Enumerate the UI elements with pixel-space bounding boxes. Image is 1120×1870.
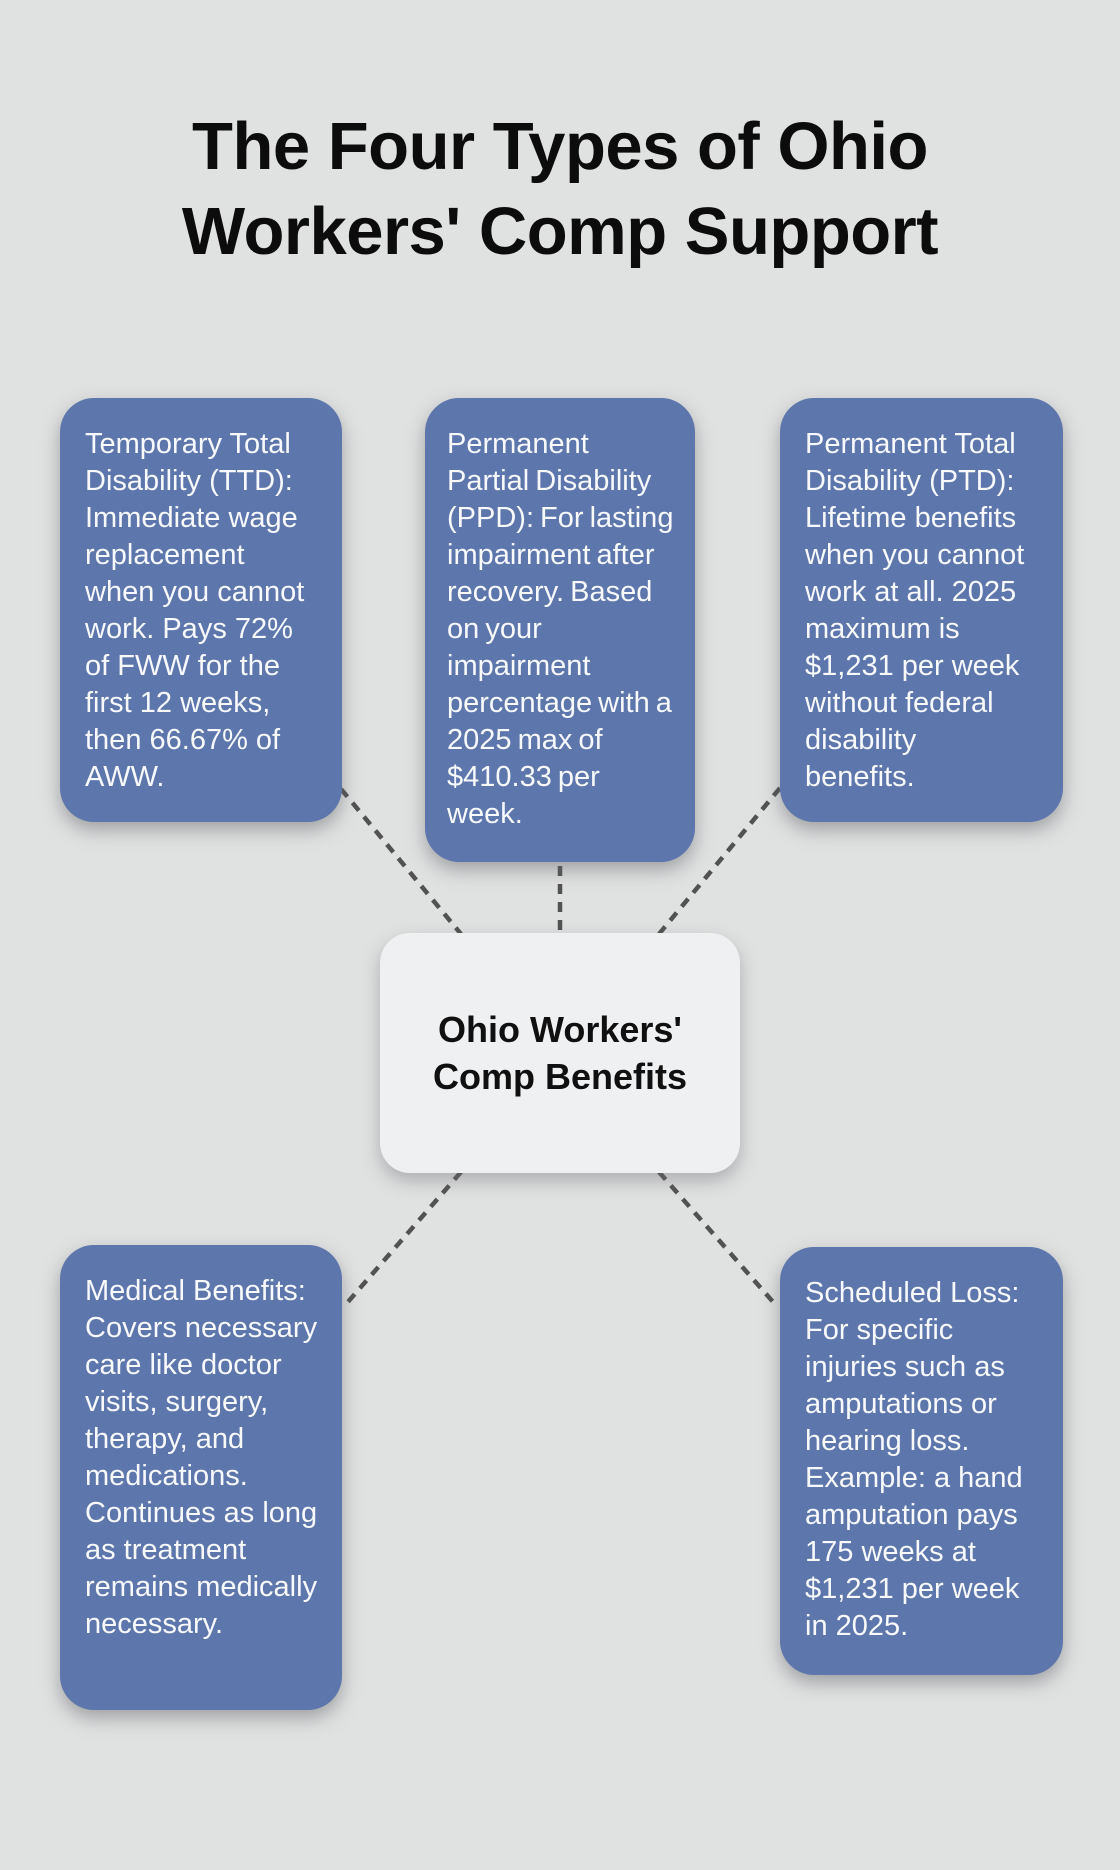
card-temporary-total-disability: Temporary Total Disability (TTD): Immedi… [60,398,342,822]
card-scheduled-loss-text: Scheduled Loss: For specific injuries su… [805,1277,1023,1642]
card-scheduled-loss: Scheduled Loss: For specific injuries su… [780,1247,1063,1675]
card-medical-benefits-text: Medical Benefits: Covers necessary care … [85,1275,318,1640]
card-medical-benefits: Medical Benefits: Covers necessary care … [60,1245,342,1710]
card-permanent-total-disability: Permanent Total Disability (PTD): Lifeti… [780,398,1063,822]
card-permanent-total-disability-text: Permanent Total Disability (PTD): Lifeti… [805,428,1025,793]
center-node: Ohio Workers' Comp Benefits [380,933,740,1173]
card-permanent-partial-disability: Permanent Partial Disability (PPD): For … [425,398,695,862]
center-node-label: Ohio Workers' Comp Benefits [432,1009,688,1097]
page-title-line-2: Workers' Comp Support [181,194,939,269]
connector-center-to-scheduled [657,1170,776,1305]
page-title: The Four Types of Ohio Workers' Comp Sup… [0,104,1120,274]
card-temporary-total-disability-text: Temporary Total Disability (TTD): Immedi… [85,428,305,793]
card-permanent-partial-disability-text: Permanent Partial Disability (PPD): For … [447,428,674,830]
page-title-line-1: The Four Types of Ohio [192,109,928,184]
connector-center-to-medical [345,1170,463,1305]
